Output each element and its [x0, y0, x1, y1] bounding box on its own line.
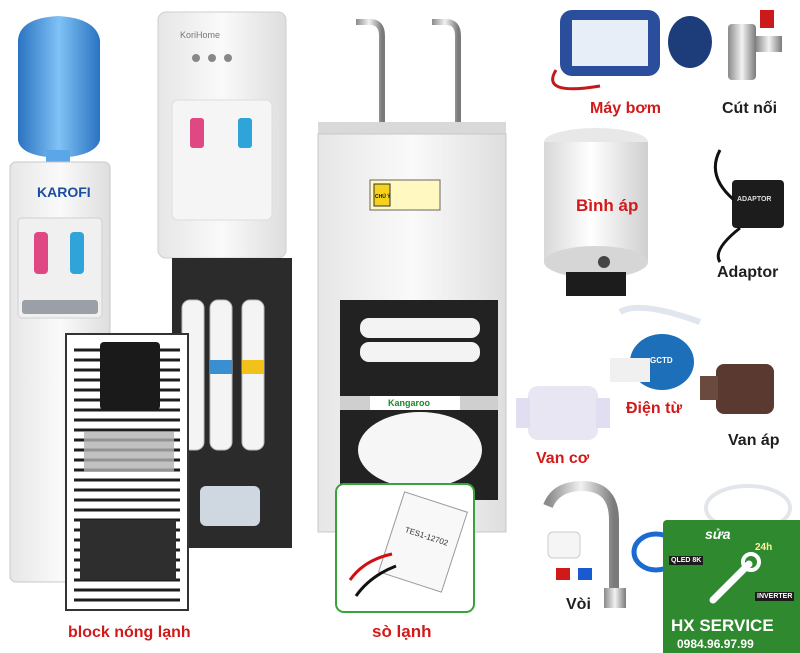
- tank-stand: [566, 272, 626, 296]
- brand-kangaroo: Kangaroo: [388, 398, 431, 408]
- label-adaptor: Adaptor: [717, 264, 779, 281]
- label-may-bom: Máy bơm: [590, 100, 661, 117]
- label-block-nong-lanh: block nóng lạnh: [68, 624, 191, 641]
- tap-handle-white: [547, 531, 581, 559]
- korihome-dispenser: [157, 11, 292, 548]
- label-dien-tu: Điện từ: [626, 400, 683, 417]
- logo-sua: sửa: [705, 526, 731, 542]
- faucet-arm: [543, 480, 619, 594]
- hot-tap: [34, 232, 48, 274]
- label-cut-noi: Cút nối: [722, 100, 778, 117]
- faucet-left: [356, 19, 385, 122]
- coil-cylinder: [100, 342, 160, 410]
- filter-cartridge: [241, 299, 265, 451]
- cold-tap: [70, 232, 84, 274]
- label-binh-ap: Bình áp: [576, 196, 639, 215]
- water-bottle: [18, 16, 100, 158]
- pressure-tank: [544, 128, 648, 296]
- solenoid-wire: [618, 304, 702, 325]
- tank-body: [544, 142, 648, 262]
- filter-tube: [360, 318, 480, 338]
- mini-pump: [200, 486, 260, 526]
- fitting-side: [756, 36, 782, 52]
- pressure-valve: [700, 364, 774, 414]
- label-van-co: Van cơ: [536, 450, 590, 467]
- warning-icon: [373, 183, 391, 207]
- mechanical-valve: [516, 386, 610, 440]
- brand-korihome: KoriHome: [180, 30, 221, 40]
- button-dot: [192, 54, 200, 62]
- karofi-dispenser: [9, 16, 111, 583]
- pump-wire: [551, 69, 601, 91]
- filter-band: [242, 360, 264, 374]
- tank-bottom: [544, 246, 648, 278]
- van-co-port: [596, 398, 610, 428]
- faucet-right: [432, 19, 461, 122]
- pump-head: [668, 16, 712, 68]
- logo-phone: 0984.96.97.99: [677, 637, 754, 651]
- hx-service-logo: sửa 24h QLED 8K INVERTER HX SERVICE 0984…: [663, 520, 800, 653]
- connector-fitting: [728, 10, 782, 80]
- logo-name: HX SERVICE: [671, 616, 774, 635]
- pressure-tank-white: [358, 412, 482, 488]
- cooling-block: [65, 333, 189, 611]
- label-so-lanh: sò lạnh: [372, 622, 432, 641]
- adaptor-box: [732, 180, 784, 228]
- faucet-base: [604, 588, 626, 608]
- adaptor-marking: ADAPTOR: [737, 196, 772, 203]
- logo-24h: 24h: [755, 542, 773, 553]
- adaptor-cord: [713, 149, 741, 263]
- brand-karofi: KAROFI: [37, 184, 91, 200]
- adaptor: [713, 149, 784, 263]
- filter-cartridge: [209, 299, 233, 451]
- ro-cabinet: [317, 19, 507, 533]
- button-dot: [224, 54, 232, 62]
- label-voi: Vòi: [566, 596, 591, 613]
- coil-plate: [84, 432, 174, 472]
- logo-qled: QLED 8K: [669, 556, 704, 565]
- fitting-body: [728, 24, 756, 80]
- van-ap-body: [716, 364, 774, 414]
- solenoid-body: [610, 358, 650, 382]
- drip-tray: [22, 300, 98, 314]
- fitting-lever: [760, 10, 774, 28]
- coil-condenser: [80, 520, 176, 580]
- hot-tap: [190, 118, 204, 148]
- solenoid-valve: [610, 304, 702, 390]
- van-co-body: [528, 386, 598, 440]
- peltier-inset: [335, 483, 475, 613]
- tap-red-mark: [556, 568, 570, 580]
- filter-band: [210, 360, 232, 374]
- peltier-wire-black: [354, 564, 397, 597]
- brand-strip: [370, 396, 460, 410]
- cold-tap: [238, 118, 252, 148]
- filter-tube: [360, 342, 480, 362]
- van-co-port: [516, 398, 530, 428]
- cabinet-top: [318, 122, 506, 134]
- tank-valve: [598, 256, 610, 268]
- warning-text: CHÚ Ý: [375, 194, 391, 200]
- label-van-ap: Van áp: [728, 432, 780, 449]
- pump: [551, 10, 712, 91]
- korihome-recess: [171, 99, 273, 221]
- solenoid-marking: GCTD: [650, 356, 673, 365]
- peltier-chip: [378, 491, 468, 593]
- pump-label: [572, 20, 648, 66]
- logo-inverter: INVERTER: [755, 592, 795, 601]
- peltier-wire-red: [348, 552, 393, 581]
- tap-blue-mark: [578, 568, 592, 580]
- button-dot: [208, 54, 216, 62]
- van-ap-port: [700, 376, 718, 400]
- wrench-icon: [709, 552, 761, 604]
